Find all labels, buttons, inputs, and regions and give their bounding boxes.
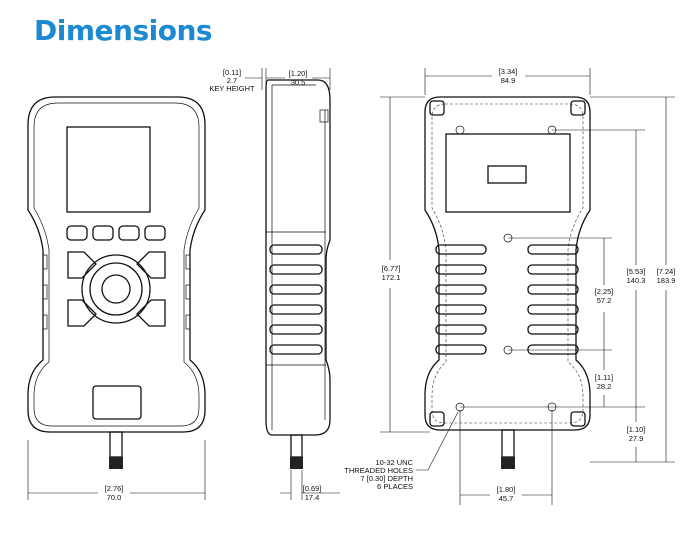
conn-depth-in: [0.69] — [303, 484, 322, 493]
hole-spacing-mm: 45.7 — [499, 494, 514, 503]
key-height-in: [0.11] — [223, 68, 241, 77]
note-line: THREADED HOLES — [344, 466, 413, 475]
back-width-mm: 84.9 — [501, 76, 516, 85]
front-view: [2.76] 70.0 — [27, 96, 206, 502]
front-width-mm: 70.0 — [107, 493, 122, 502]
back-h4-mm: 57.2 — [597, 296, 612, 305]
conn-depth-mm: 17.4 — [305, 493, 320, 502]
note-line: 6 PLACES — [377, 482, 413, 491]
back-h5-in: [1.11] — [595, 373, 613, 382]
back-h1-in: [6.77] — [382, 264, 401, 273]
back-h5-mm: 28.2 — [597, 382, 612, 391]
front-width-in: [2.76] — [105, 484, 124, 493]
key-height-mm: 2.7 — [227, 76, 237, 85]
back-h6-in: [1.10] — [627, 425, 646, 434]
side-depth-in: [1.20] — [289, 69, 308, 78]
back-h4-in: [2.25] — [595, 287, 614, 296]
hole-spacing-in: [1.80] — [497, 485, 516, 494]
back-h3-in: [7.24] — [657, 267, 676, 276]
back-h2-mm: 140.3 — [627, 276, 646, 285]
note-line: 7 [0.30] DEPTH — [360, 474, 413, 483]
side-depth-mm: 30.5 — [291, 78, 306, 87]
page-title: Dimensions — [34, 14, 213, 47]
side-view: [0.11] 2.7 KEY HEIGHT [1.20] 30.5 [0.69]… — [209, 68, 340, 502]
note-line: 10-32 UNC — [375, 458, 413, 467]
back-h2-in: [5.53] — [627, 267, 646, 276]
key-height-label: KEY HEIGHT — [209, 84, 255, 93]
back-h6-mm: 27.9 — [629, 434, 644, 443]
back-view: [3.34] 84.9 [6.77] 172.1 [5.53] 140.3 [7… — [344, 67, 675, 505]
back-h3-mm: 183.9 — [657, 276, 676, 285]
back-h1-mm: 172.1 — [382, 273, 401, 282]
back-width-in: [3.34] — [499, 67, 518, 76]
